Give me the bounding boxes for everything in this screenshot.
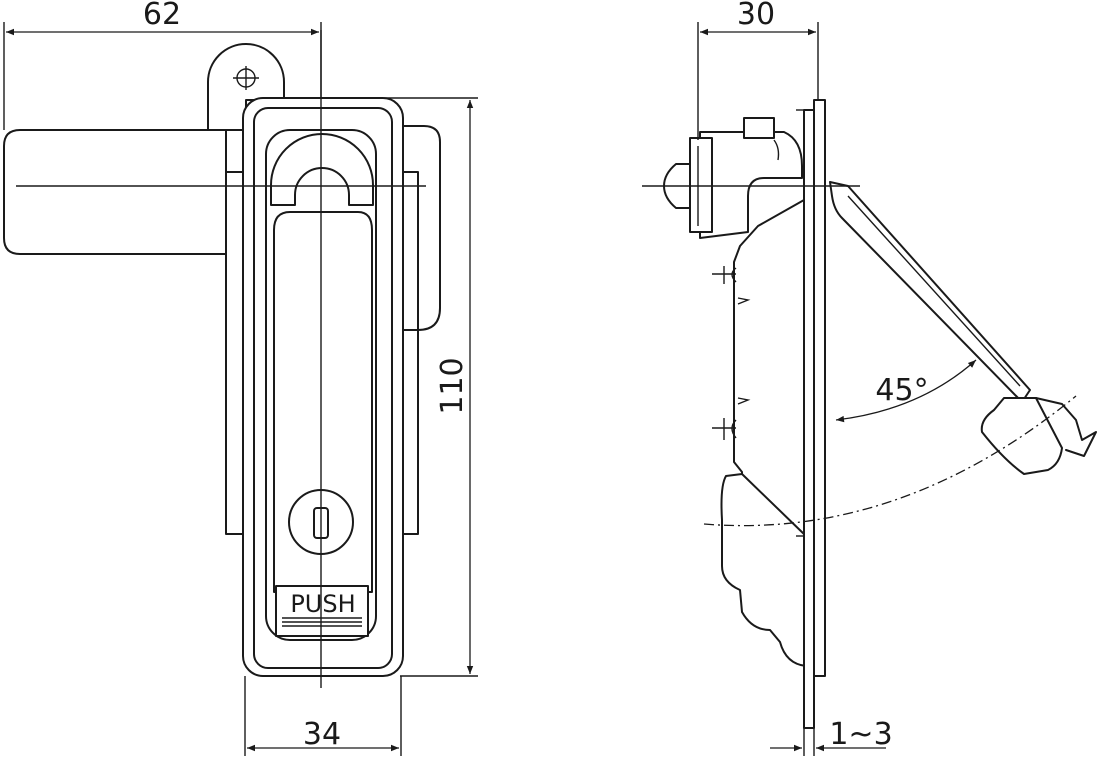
angle-label: 45° — [875, 373, 928, 408]
side-cam-block — [699, 131, 803, 239]
front-push-plate — [275, 585, 369, 637]
front-escutcheon-inner — [253, 107, 393, 669]
front-handle-lever — [273, 211, 373, 593]
side-handle-tip — [980, 397, 1063, 475]
side-swing-arc — [703, 395, 1077, 527]
dim-label-depth: 30 — [737, 0, 775, 32]
push-label: PUSH — [290, 590, 355, 618]
side-handle-opened — [829, 181, 1031, 403]
side-cam-nut — [689, 137, 713, 233]
front-rear-housing — [399, 125, 441, 331]
dim-label-width-body: 34 — [303, 717, 341, 752]
side-view: 45° 30 1~3 — [642, 0, 1097, 756]
dim-label-panel-thickness: 1~3 — [829, 717, 892, 752]
side-escutcheon-flange — [813, 99, 826, 677]
front-view: PUSH 62 110 34 — [3, 0, 478, 756]
cam-mount-hole-icon — [233, 66, 259, 90]
front-finger-pull — [270, 133, 374, 206]
side-screw-bottom-icon — [712, 418, 737, 440]
angle-arc — [835, 359, 977, 423]
dim-label-width-overall: 62 — [143, 0, 181, 32]
front-cam-tongue — [3, 129, 227, 255]
side-lower-clip — [720, 473, 807, 667]
side-screw-top-icon — [712, 266, 737, 284]
side-panel — [803, 109, 815, 729]
dim-label-height: 110 — [435, 357, 470, 414]
